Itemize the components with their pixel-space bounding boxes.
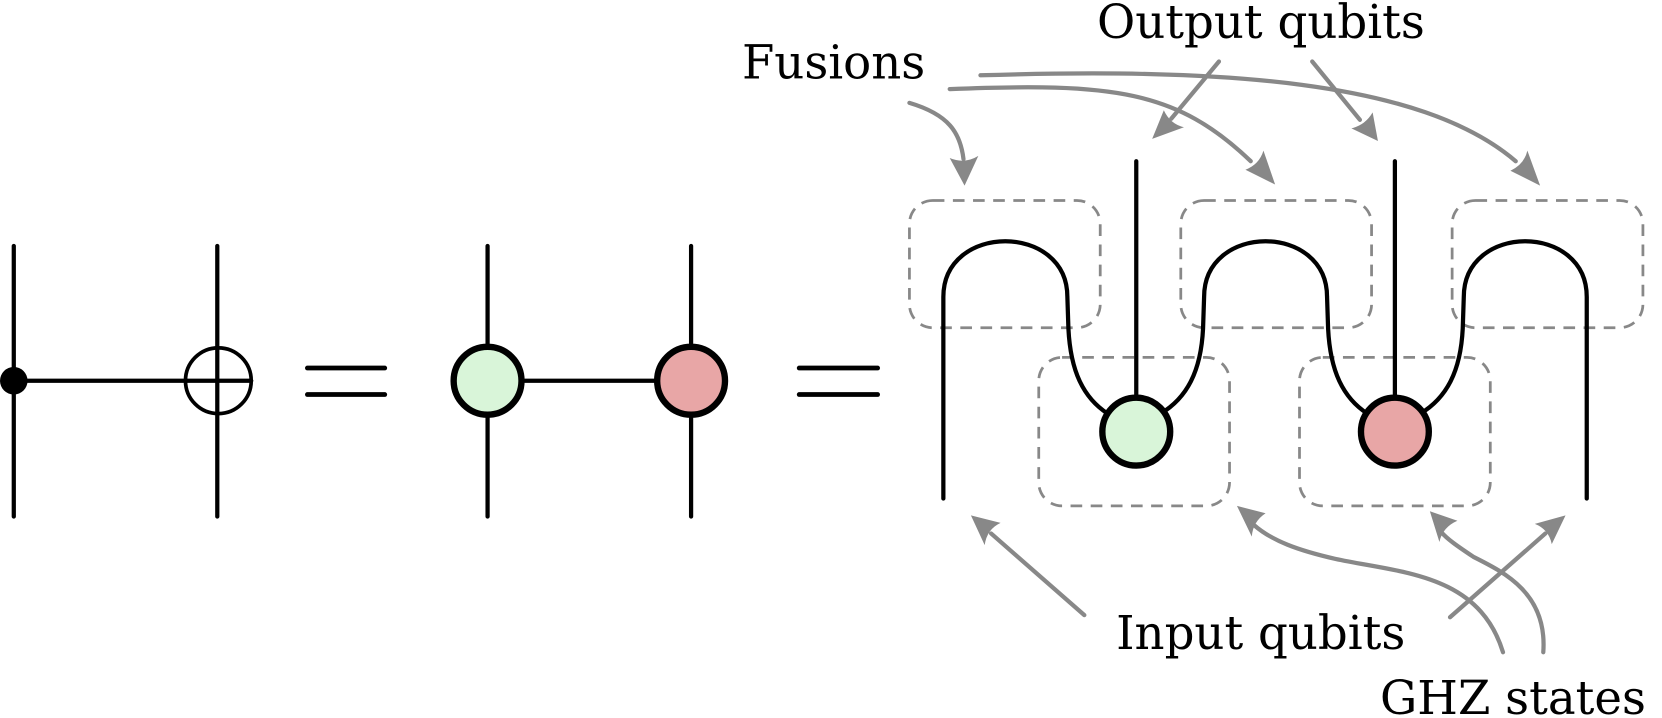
red-x-spider-icon [653,343,729,418]
arrowhead-icon [1351,112,1378,142]
annotation-arrows [907,59,1566,655]
input-qubits-label: Input qubits [1116,607,1405,661]
arrowhead-icon [970,515,1001,546]
cnot-circuit [0,243,254,519]
arrowhead-icon [1236,505,1266,537]
fusion-box-3 [1450,199,1645,330]
arrowhead-icon [1510,150,1541,186]
fusions-arrow-2 [947,85,1253,164]
fusion-box-2 [1179,199,1373,330]
equals-sign-1 [305,365,388,397]
fusions-label: Fusions [742,36,925,90]
zx-diagram [450,243,729,519]
input-arrow-1 [988,531,1087,618]
control-dot-icon [0,366,28,395]
green-z-spider-icon [450,343,525,418]
ghz-green-node-icon [1099,394,1174,469]
output-arrow-2 [1310,59,1363,122]
output-qubits-label: Output qubits [1097,0,1425,50]
ghz-red-node-icon [1357,394,1432,469]
fusion-network [908,159,1645,508]
ghz-arrow-2 [1439,530,1546,655]
arrowhead-icon [1429,511,1458,542]
fusion-box-1 [908,199,1102,330]
ghz-states-label: GHZ states [1380,672,1646,718]
output-arrow-1 [1169,59,1222,121]
equals-sign-2 [796,365,881,397]
target-xor-icon [183,346,254,416]
serpentine-wire [941,239,1589,501]
arrowhead-icon [1534,515,1566,545]
fusions-arrow-1 [907,100,966,162]
arrowhead-icon [1245,150,1276,185]
arrowhead-icon [1152,110,1184,139]
fusions-arrow-3 [978,71,1518,164]
ghz-arrow-1 [1251,522,1506,655]
input-arrow-2 [1447,531,1548,620]
arrowhead-icon [949,155,979,186]
